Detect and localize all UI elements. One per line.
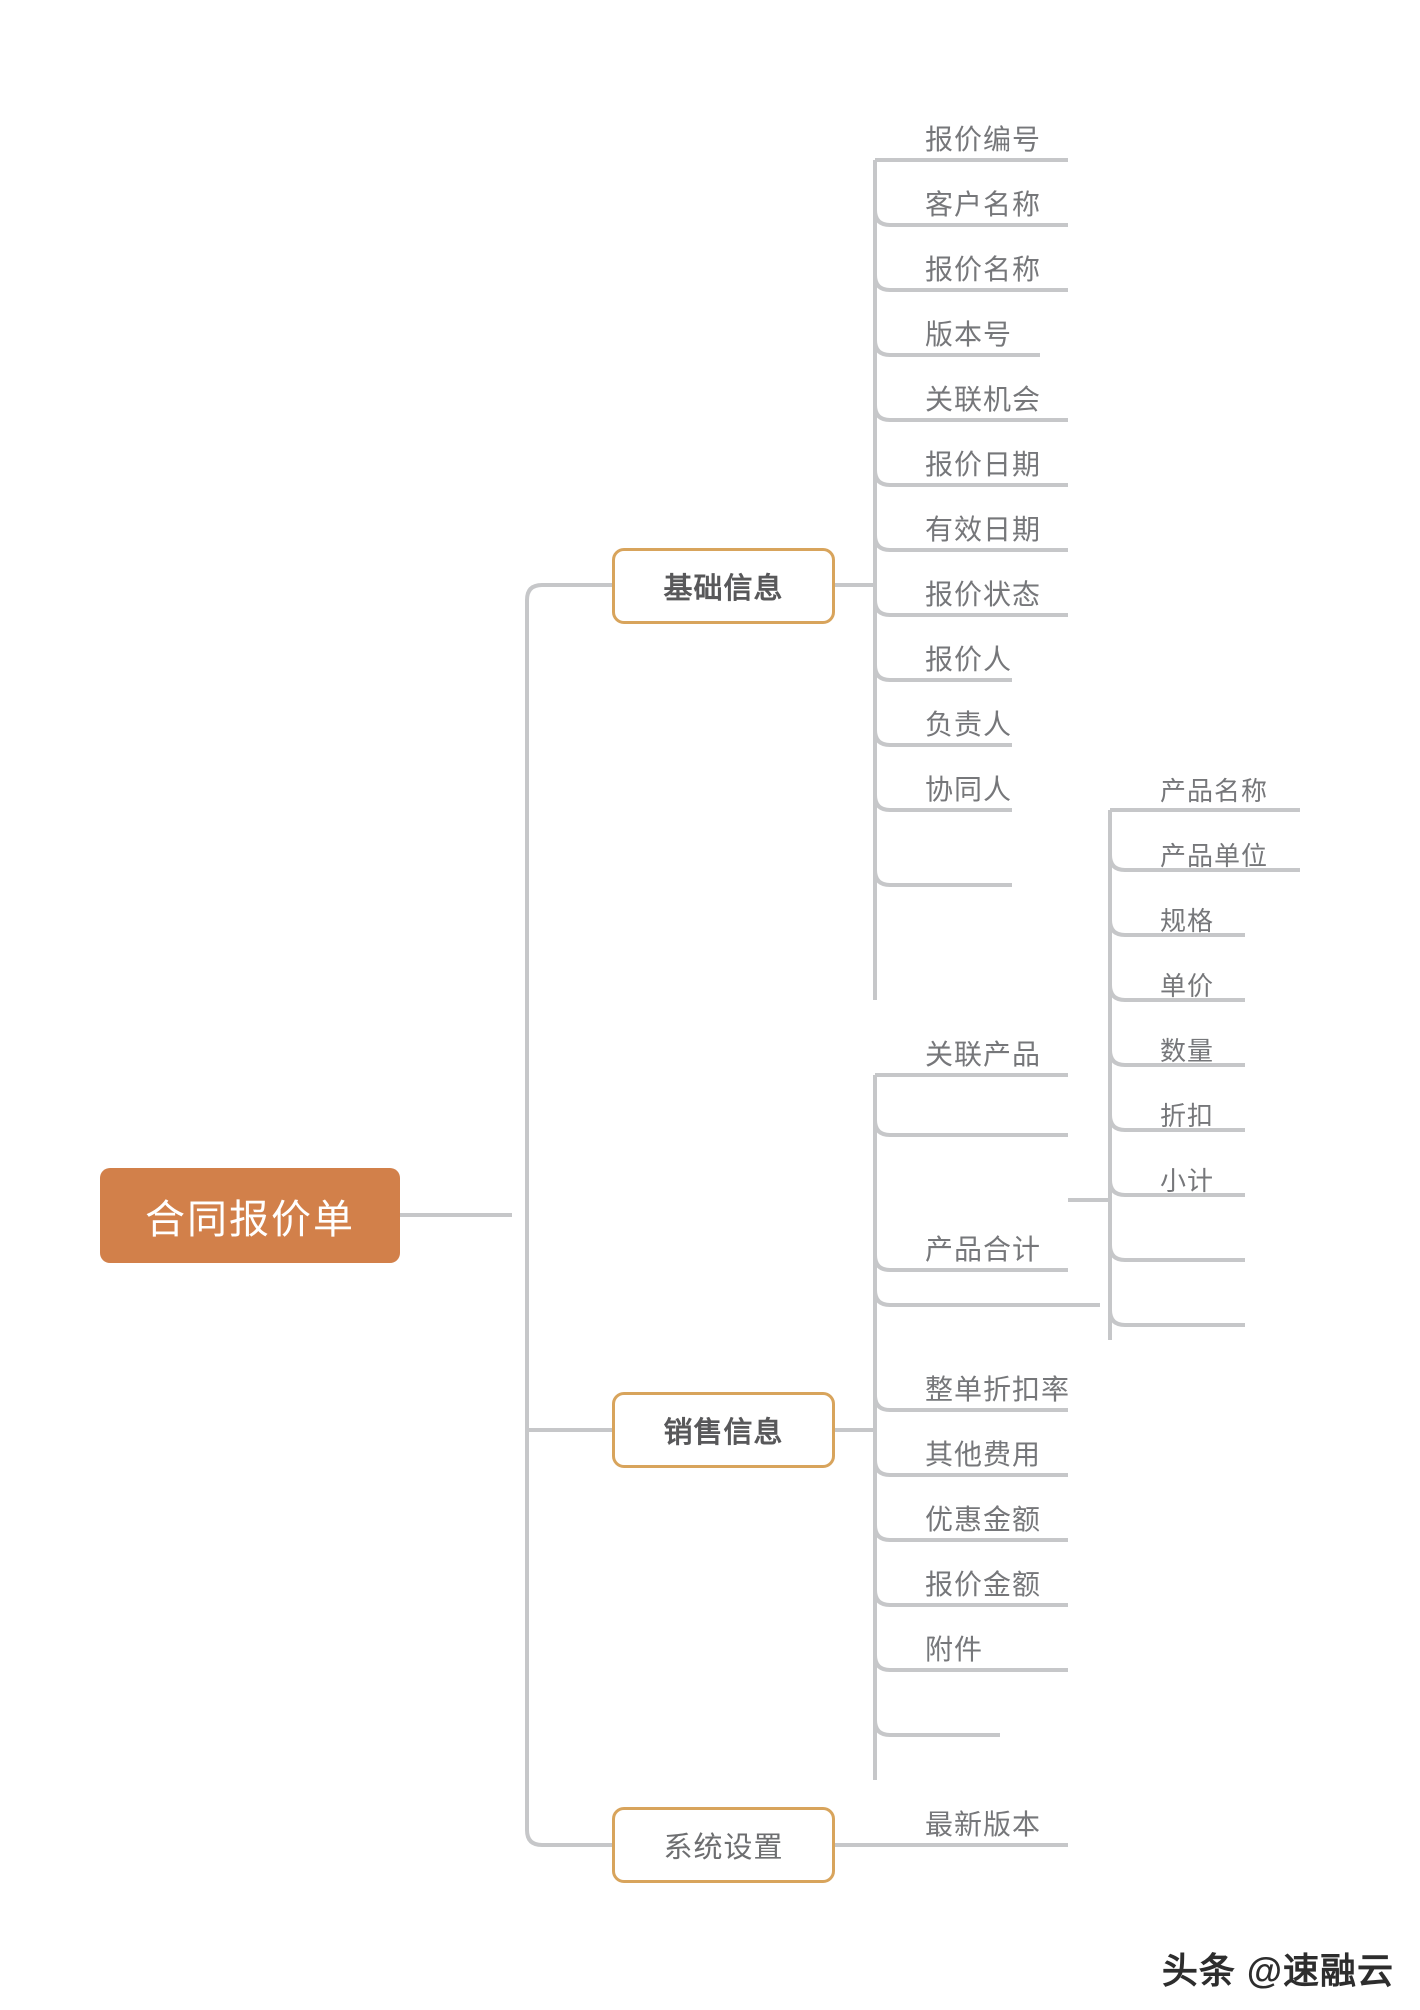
branch-node-sales-info-label: 销售信息 <box>663 1417 784 1449</box>
leaf-node-quote-amount[interactable]: 报价金额 <box>925 1543 1125 1605</box>
leaf-node-related-product[interactable]: 关联产品 <box>925 1013 1125 1075</box>
leaf-label: 小计 <box>1160 1166 1215 1196</box>
leaf-node-other-fees[interactable]: 其他费用 <box>925 1413 1125 1475</box>
branch-node-basic-info-label: 基础信息 <box>663 573 784 605</box>
leaf-node-latest-version[interactable]: 最新版本 <box>925 1783 1125 1845</box>
branch-node-sales-info[interactable]: 销售信息 <box>612 1392 835 1468</box>
branch-node-basic-info[interactable]: 基础信息 <box>612 548 835 624</box>
leaf-label: 产品名称 <box>1160 776 1269 806</box>
leaf-node-order-discount-rate[interactable]: 整单折扣率 <box>925 1348 1145 1410</box>
leaf-node-product-total[interactable]: 产品合计 <box>925 1208 1125 1270</box>
leaf-label: 单价 <box>1160 971 1215 1001</box>
leaf-label: 规格 <box>1160 906 1215 936</box>
leaf-label: 数量 <box>1160 1036 1215 1066</box>
leaf-node-product-name[interactable]: 产品名称 <box>1160 748 1360 810</box>
leaf-label: 关联产品 <box>925 1039 1042 1070</box>
root-node-contract-quotation[interactable]: 合同报价单 <box>100 1168 400 1263</box>
leaf-label: 协同人 <box>925 774 1013 805</box>
watermark-text: 头条 @速融云 <box>1161 1950 1394 1991</box>
leaf-node-subtotal[interactable]: 小计 <box>1160 1138 1360 1200</box>
leaf-node-specification[interactable]: 规格 <box>1160 878 1360 940</box>
leaf-node-quote-status[interactable]: 报价状态 <box>925 553 1125 615</box>
leaf-node-owner[interactable]: 负责人 <box>925 683 1125 745</box>
leaf-node-customer-name[interactable]: 客户名称 <box>925 163 1125 225</box>
watermark: 头条 @速融云 <box>1162 1942 1394 1994</box>
leaf-label: 负责人 <box>925 709 1013 740</box>
leaf-label: 折扣 <box>1160 1101 1215 1131</box>
leaf-node-discount[interactable]: 折扣 <box>1160 1073 1360 1135</box>
leaf-node-quoter[interactable]: 报价人 <box>925 618 1125 680</box>
leaf-node-attachment[interactable]: 附件 <box>925 1608 1125 1670</box>
leaf-node-product-unit[interactable]: 产品单位 <box>1160 813 1360 875</box>
leaf-node-quote-name[interactable]: 报价名称 <box>925 228 1125 290</box>
leaf-node-quantity[interactable]: 数量 <box>1160 1008 1360 1070</box>
leaf-label: 报价名称 <box>925 254 1042 285</box>
leaf-node-discount-amount[interactable]: 优惠金额 <box>925 1478 1125 1540</box>
leaf-label: 客户名称 <box>925 189 1042 220</box>
leaf-label: 整单折扣率 <box>925 1374 1071 1405</box>
leaf-label: 报价人 <box>925 644 1013 675</box>
leaf-label: 报价编号 <box>925 124 1042 155</box>
leaf-label: 有效日期 <box>925 514 1042 545</box>
leaf-label: 报价状态 <box>925 579 1042 610</box>
leaf-label: 附件 <box>925 1634 984 1665</box>
branch-node-system-settings[interactable]: 系统设置 <box>612 1807 835 1883</box>
root-node-label: 合同报价单 <box>145 1197 355 1242</box>
leaf-node-valid-date[interactable]: 有效日期 <box>925 488 1125 550</box>
branch-node-system-settings-label: 系统设置 <box>663 1832 784 1864</box>
leaf-node-related-opportunity[interactable]: 关联机会 <box>925 358 1125 420</box>
leaf-node-quote-date[interactable]: 报价日期 <box>925 423 1125 485</box>
leaf-label: 优惠金额 <box>925 1504 1042 1535</box>
leaf-label: 产品合计 <box>925 1234 1042 1265</box>
leaf-node-quote-number[interactable]: 报价编号 <box>925 98 1125 160</box>
leaf-label: 版本号 <box>925 319 1013 350</box>
leaf-node-version-number[interactable]: 版本号 <box>925 293 1125 355</box>
leaf-label: 关联机会 <box>925 384 1042 415</box>
leaf-label: 报价日期 <box>925 449 1042 480</box>
leaf-node-collaborator[interactable]: 协同人 <box>925 748 1125 810</box>
leaf-label: 其他费用 <box>925 1439 1042 1470</box>
leaf-label: 报价金额 <box>925 1569 1042 1600</box>
leaf-label: 产品单位 <box>1160 841 1269 871</box>
leaf-label: 最新版本 <box>925 1809 1042 1840</box>
leaf-node-unit-price[interactable]: 单价 <box>1160 943 1360 1005</box>
